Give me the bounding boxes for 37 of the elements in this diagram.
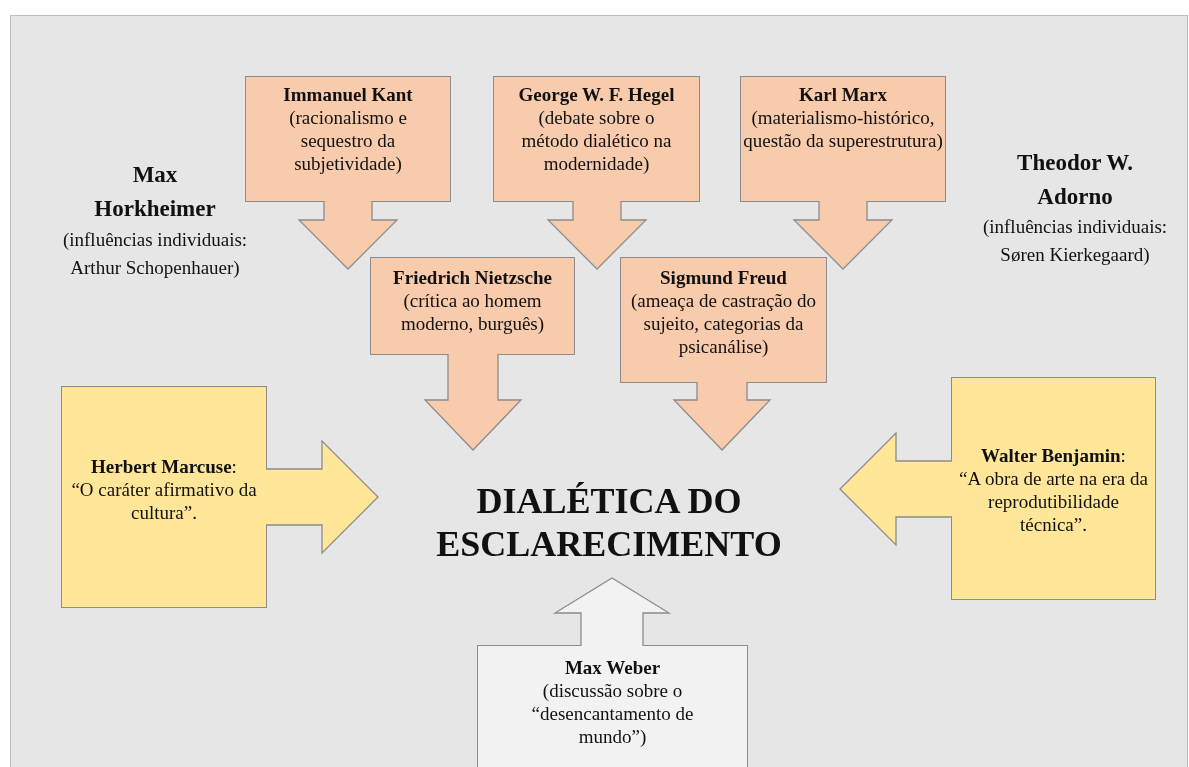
callout-box bbox=[493, 76, 700, 202]
name-heading: Theodor W. Adorno bbox=[1016, 149, 1134, 211]
description-text: (debate sobre o método dialético na modernidade) bbox=[520, 106, 673, 175]
callout-box bbox=[620, 257, 827, 383]
description-text: (influências individuais: Søren Kierkegaard) bbox=[982, 215, 1168, 267]
callout-box bbox=[61, 386, 267, 608]
description-text: (racionalismo e sequestro da subjetividade) bbox=[288, 106, 408, 175]
block-arrow bbox=[423, 353, 523, 451]
description-text: (materialismo-histórico, questão da superestrutura) bbox=[743, 106, 943, 152]
block-arrow bbox=[265, 439, 379, 555]
block-arrow bbox=[552, 577, 672, 647]
callout-box bbox=[245, 76, 451, 202]
block-arrow bbox=[792, 200, 894, 270]
callout-box bbox=[370, 257, 575, 355]
name-heading: Max Horkheimer bbox=[93, 161, 217, 223]
description-text: (discussão sobre o “desencantamento de mundo”) bbox=[530, 679, 695, 748]
block-arrow bbox=[839, 431, 953, 547]
name-heading: Max Weber bbox=[564, 656, 661, 679]
block-arrow bbox=[672, 381, 772, 451]
name-heading: Herbert Marcuse: bbox=[91, 455, 237, 478]
callout-box bbox=[477, 645, 748, 767]
block-arrow bbox=[297, 200, 399, 270]
name-heading: Karl Marx bbox=[798, 83, 888, 106]
callout-box bbox=[740, 76, 946, 202]
description-text: “O caráter afirmativo da cultura”. bbox=[70, 478, 258, 524]
name-heading: Sigmund Freud bbox=[660, 266, 787, 289]
central-heading: DIALÉTICA DO ESCLARECIMENTO bbox=[378, 450, 840, 578]
block-arrow bbox=[546, 200, 648, 270]
description-text: (crítica ao homem moderno, burguês) bbox=[399, 289, 546, 335]
name-heading: Walter Benjamin: bbox=[981, 444, 1126, 467]
description-text: (influências individuais: Arthur Schopenhauer) bbox=[62, 228, 248, 280]
description-text: (ameaça de castração do sujeito, categorias da psicanálise) bbox=[629, 289, 818, 358]
description-text: “A obra de arte na era da reprodutibilidade técnica”. bbox=[958, 467, 1149, 536]
name-heading: Immanuel Kant bbox=[283, 83, 413, 106]
callout-box bbox=[951, 377, 1156, 600]
name-heading: George W. F. Hegel bbox=[518, 83, 675, 106]
name-heading: Friedrich Nietzsche bbox=[393, 266, 552, 289]
